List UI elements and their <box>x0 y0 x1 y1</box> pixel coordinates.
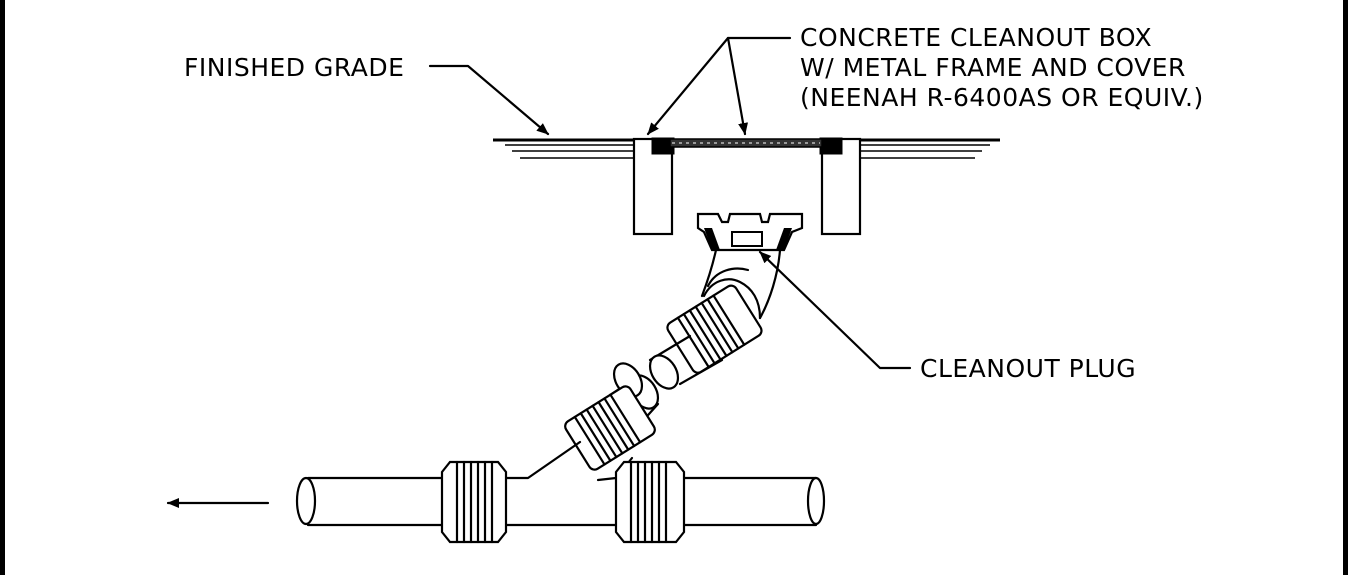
cleanout-box-label-line1: CONCRETE CLEANOUT BOX <box>800 23 1152 52</box>
cleanout-box-label-line3: (NEENAH R-6400AS OR EQUIV.) <box>800 83 1204 112</box>
right-border <box>1343 0 1348 575</box>
finished-grade-label: FINISHED GRADE <box>184 53 404 82</box>
cleanout-box-label-line2: W/ METAL FRAME AND COVER <box>800 53 1186 82</box>
cleanout-plug-label: CLEANOUT PLUG <box>920 354 1136 383</box>
riser-elbow <box>700 248 782 320</box>
upper-pipe-stub <box>648 334 724 390</box>
left-border <box>0 0 5 575</box>
finished-grade-lines <box>493 138 1000 159</box>
lower-coupling <box>564 385 656 471</box>
main-coupling-right <box>614 460 686 544</box>
main-pipe <box>295 476 826 527</box>
concrete-cleanout-box <box>632 137 862 236</box>
cleanout-box-leaders <box>646 36 792 136</box>
main-coupling-left <box>440 460 508 544</box>
finished-grade-leader <box>428 64 550 136</box>
cleanout-plug <box>696 212 804 252</box>
cleanout-plug-leader <box>758 250 912 370</box>
upper-coupling <box>666 284 763 374</box>
